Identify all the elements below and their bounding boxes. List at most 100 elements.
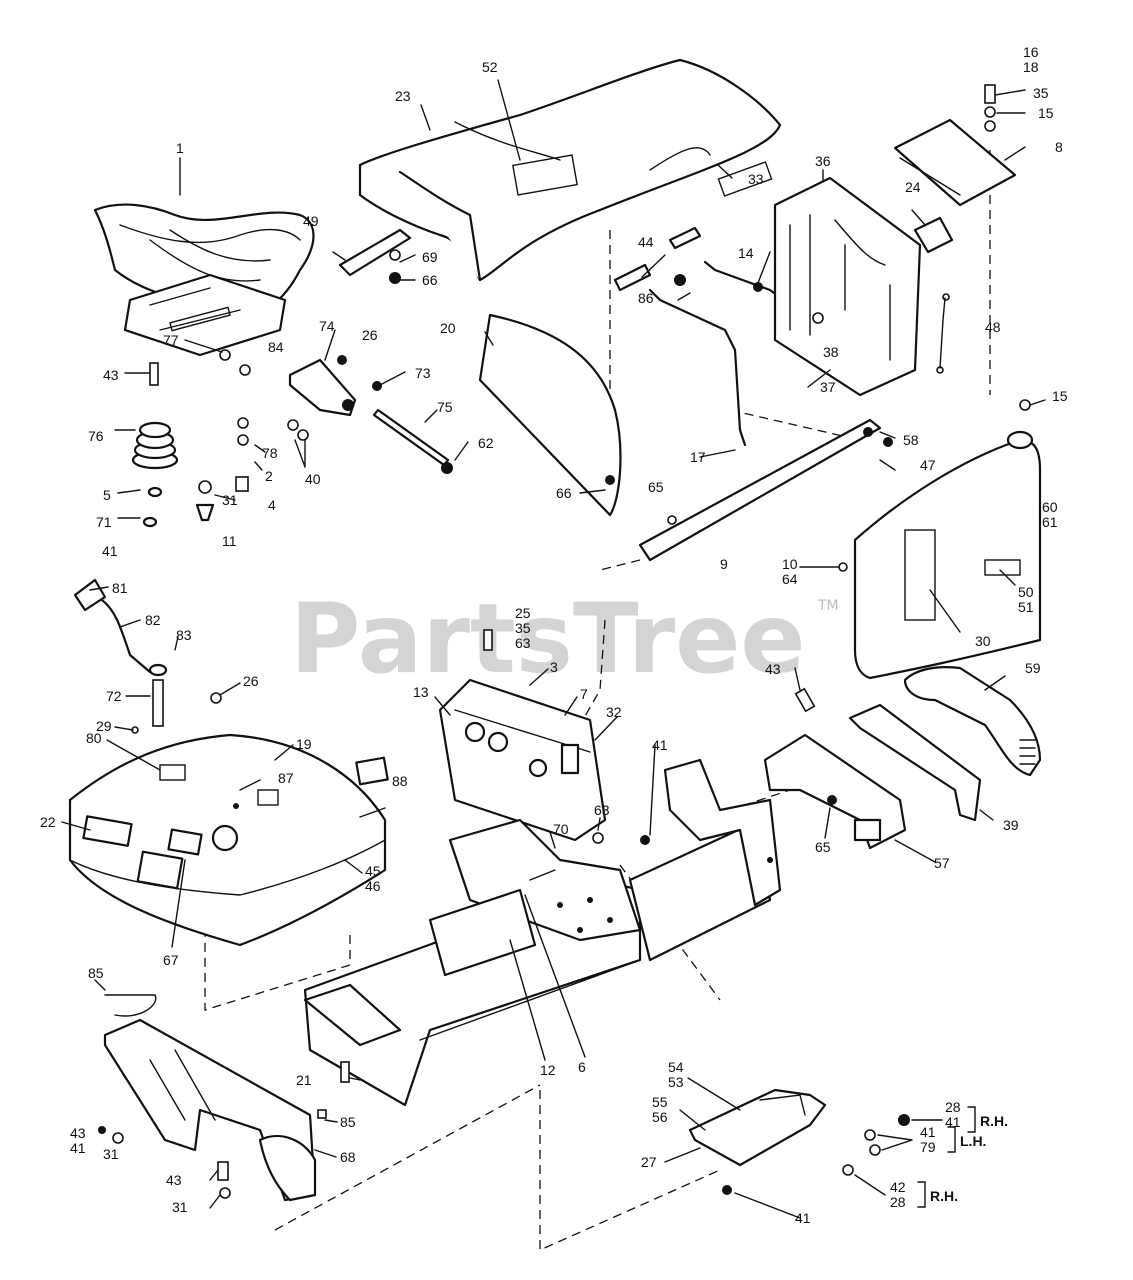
callout-83: 83 <box>176 627 192 643</box>
hood <box>358 58 782 282</box>
callout-16: 16 <box>1023 44 1039 60</box>
callout-51: 51 <box>1018 599 1034 615</box>
callout-82: 82 <box>145 612 161 628</box>
seat-spring <box>131 421 179 528</box>
rear-hitch-bracket <box>763 687 907 850</box>
callout-2: 2 <box>265 468 273 484</box>
callout-41-lh: 41 <box>920 1124 936 1140</box>
callout-14: 14 <box>738 245 754 261</box>
callout-65-bar: 65 <box>648 479 664 495</box>
linkage-rods <box>648 260 797 447</box>
callout-5: 5 <box>103 487 111 503</box>
callout-45: 45 <box>365 863 381 879</box>
side-brackets <box>917 1106 976 1208</box>
callout-66-panel: 66 <box>556 485 572 501</box>
side-note-rh-top: R.H. <box>980 1113 1008 1129</box>
callout-32: 32 <box>606 704 622 720</box>
callout-33: 33 <box>748 171 764 187</box>
seat-adjust-bracket <box>287 358 453 474</box>
callout-26-dash: 26 <box>243 673 259 689</box>
callout-49: 49 <box>303 213 319 229</box>
callout-23: 23 <box>395 88 411 104</box>
callout-37: 37 <box>820 379 836 395</box>
callout-39: 39 <box>1003 817 1019 833</box>
shift-lever <box>73 578 222 734</box>
callout-65-hitch: 65 <box>815 839 831 855</box>
callout-17: 17 <box>690 449 706 465</box>
callout-81: 81 <box>112 580 128 596</box>
callout-64: 64 <box>782 571 798 587</box>
callout-30: 30 <box>975 633 991 649</box>
callout-41-cover: 41 <box>70 1140 86 1156</box>
callout-79: 79 <box>920 1139 936 1155</box>
callout-28-rh: 28 <box>945 1099 961 1115</box>
callout-38: 38 <box>823 344 839 360</box>
callout-35-console: 35 <box>515 620 531 636</box>
callout-40: 40 <box>305 471 321 487</box>
callout-48: 48 <box>985 319 1001 335</box>
callout-11: 11 <box>222 533 237 549</box>
callout-labels: 1 2 4 5 11 31 41 71 76 77 84 78 43 74 26… <box>40 44 1068 1226</box>
callout-6: 6 <box>578 1059 586 1075</box>
callout-43-seat: 43 <box>103 367 119 383</box>
callout-46: 46 <box>365 878 381 894</box>
callout-20: 20 <box>440 320 456 336</box>
callout-47: 47 <box>920 457 936 473</box>
callout-31-seat: 31 <box>222 492 238 508</box>
callout-80: 80 <box>86 730 102 746</box>
callout-85-cover: 85 <box>88 965 104 981</box>
chassis-frame <box>303 758 782 1107</box>
callout-70: 70 <box>553 821 569 837</box>
callout-9: 9 <box>720 556 728 572</box>
watermark-text: PartsTree <box>290 583 805 695</box>
callout-13: 13 <box>413 684 429 700</box>
seat-bracket <box>123 273 287 357</box>
callout-67: 67 <box>163 952 179 968</box>
side-note-labels: R.H. L.H. R.H. <box>930 1113 1008 1204</box>
frame-bar <box>638 418 893 562</box>
callout-88: 88 <box>392 773 408 789</box>
callout-85-grille: 85 <box>340 1114 356 1130</box>
callout-7: 7 <box>580 686 588 702</box>
instrument-console <box>438 629 607 842</box>
callout-3: 3 <box>550 659 558 675</box>
callout-15-fender: 15 <box>1052 388 1068 404</box>
callout-54: 54 <box>668 1059 684 1075</box>
callout-41-seat: 41 <box>102 543 118 559</box>
callout-35-top: 35 <box>1033 85 1049 101</box>
callout-31-grille: 31 <box>172 1199 188 1215</box>
callout-78: 78 <box>262 445 278 461</box>
leader-lines <box>61 79 1046 1219</box>
callout-77: 77 <box>163 332 179 348</box>
callout-28-rh-bottom: 28 <box>890 1194 906 1210</box>
callout-18: 18 <box>1023 59 1039 75</box>
callout-42: 42 <box>890 1179 906 1195</box>
partstree-watermark: PartsTree TM <box>290 583 839 695</box>
callout-41-footrest: 41 <box>795 1210 811 1226</box>
callout-25: 25 <box>515 605 531 621</box>
callout-84: 84 <box>268 339 284 355</box>
callout-41-frame: 41 <box>652 737 668 753</box>
callout-63-console: 63 <box>515 635 531 651</box>
callout-60: 60 <box>1042 499 1058 515</box>
callout-57: 57 <box>934 855 950 871</box>
callout-58: 58 <box>903 432 919 448</box>
hitch-plate <box>848 703 982 822</box>
top-bracket <box>893 84 1031 411</box>
footrest <box>688 1088 910 1195</box>
callout-1: 1 <box>176 140 184 156</box>
callout-19: 19 <box>296 736 312 752</box>
callout-22: 22 <box>40 814 56 830</box>
battery-box <box>753 176 922 397</box>
watermark-trademark: TM <box>817 598 839 614</box>
callout-41-rh: 41 <box>945 1114 961 1130</box>
rear-bumper <box>903 666 1042 777</box>
callout-4: 4 <box>268 497 276 513</box>
callout-68: 68 <box>340 1149 356 1165</box>
callout-12: 12 <box>540 1062 556 1078</box>
callout-55: 55 <box>652 1094 668 1110</box>
seat-hardware <box>149 349 347 522</box>
callout-87: 87 <box>278 770 294 786</box>
callout-53: 53 <box>668 1074 684 1090</box>
